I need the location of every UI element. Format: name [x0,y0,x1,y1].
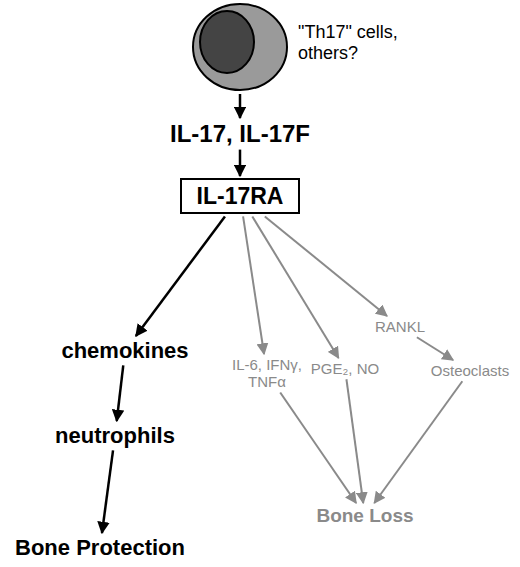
node-label: Osteoclasts [420,362,520,379]
text-node: Bone Protection [0,535,200,560]
node-label: IL-17, IL-17F [130,120,350,148]
text-node: Osteoclasts [420,362,520,379]
text-node: IL-17, IL-17F [130,120,350,148]
text-node: IL-6, IFNγ, TNFα [222,356,312,391]
arrow-connector [280,393,356,504]
node-label: PGE₂, NO [305,360,385,377]
cell-illustration [190,2,290,92]
arrow-connector [374,381,462,503]
cell-node: "Th17" cells, others? [190,2,290,92]
arrow-connector [117,365,124,421]
node-label: chemokines [45,338,205,363]
arrow-connector [252,216,338,358]
cell-body [193,4,287,90]
text-node: chemokines [45,338,205,363]
arrow-connector [265,216,387,316]
node-label: IL-17RA [186,183,294,209]
arrow-connector [417,337,453,360]
text-node: neutrophils [35,423,195,448]
arrow-connector [346,379,363,503]
node-label: neutrophils [35,423,195,448]
node-label: Bone Loss [300,505,430,527]
receptor-box: IL-17RA [180,178,300,214]
arrow-connector [239,94,242,118]
node-label: Bone Protection [0,535,200,560]
arrow-connector [136,216,225,336]
node-label: IL-6, IFNγ, TNFα [222,356,312,391]
arrow-connector [102,450,113,533]
cell-label: "Th17" cells, others? [298,22,423,63]
arrow-connector [239,150,242,176]
cell-nucleus [200,11,254,73]
text-node: PGE₂, NO [305,360,385,377]
text-node: RANKL [360,318,440,335]
arrow-connector [243,216,264,354]
text-node: Bone Loss [300,505,430,527]
node-label: RANKL [360,318,440,335]
